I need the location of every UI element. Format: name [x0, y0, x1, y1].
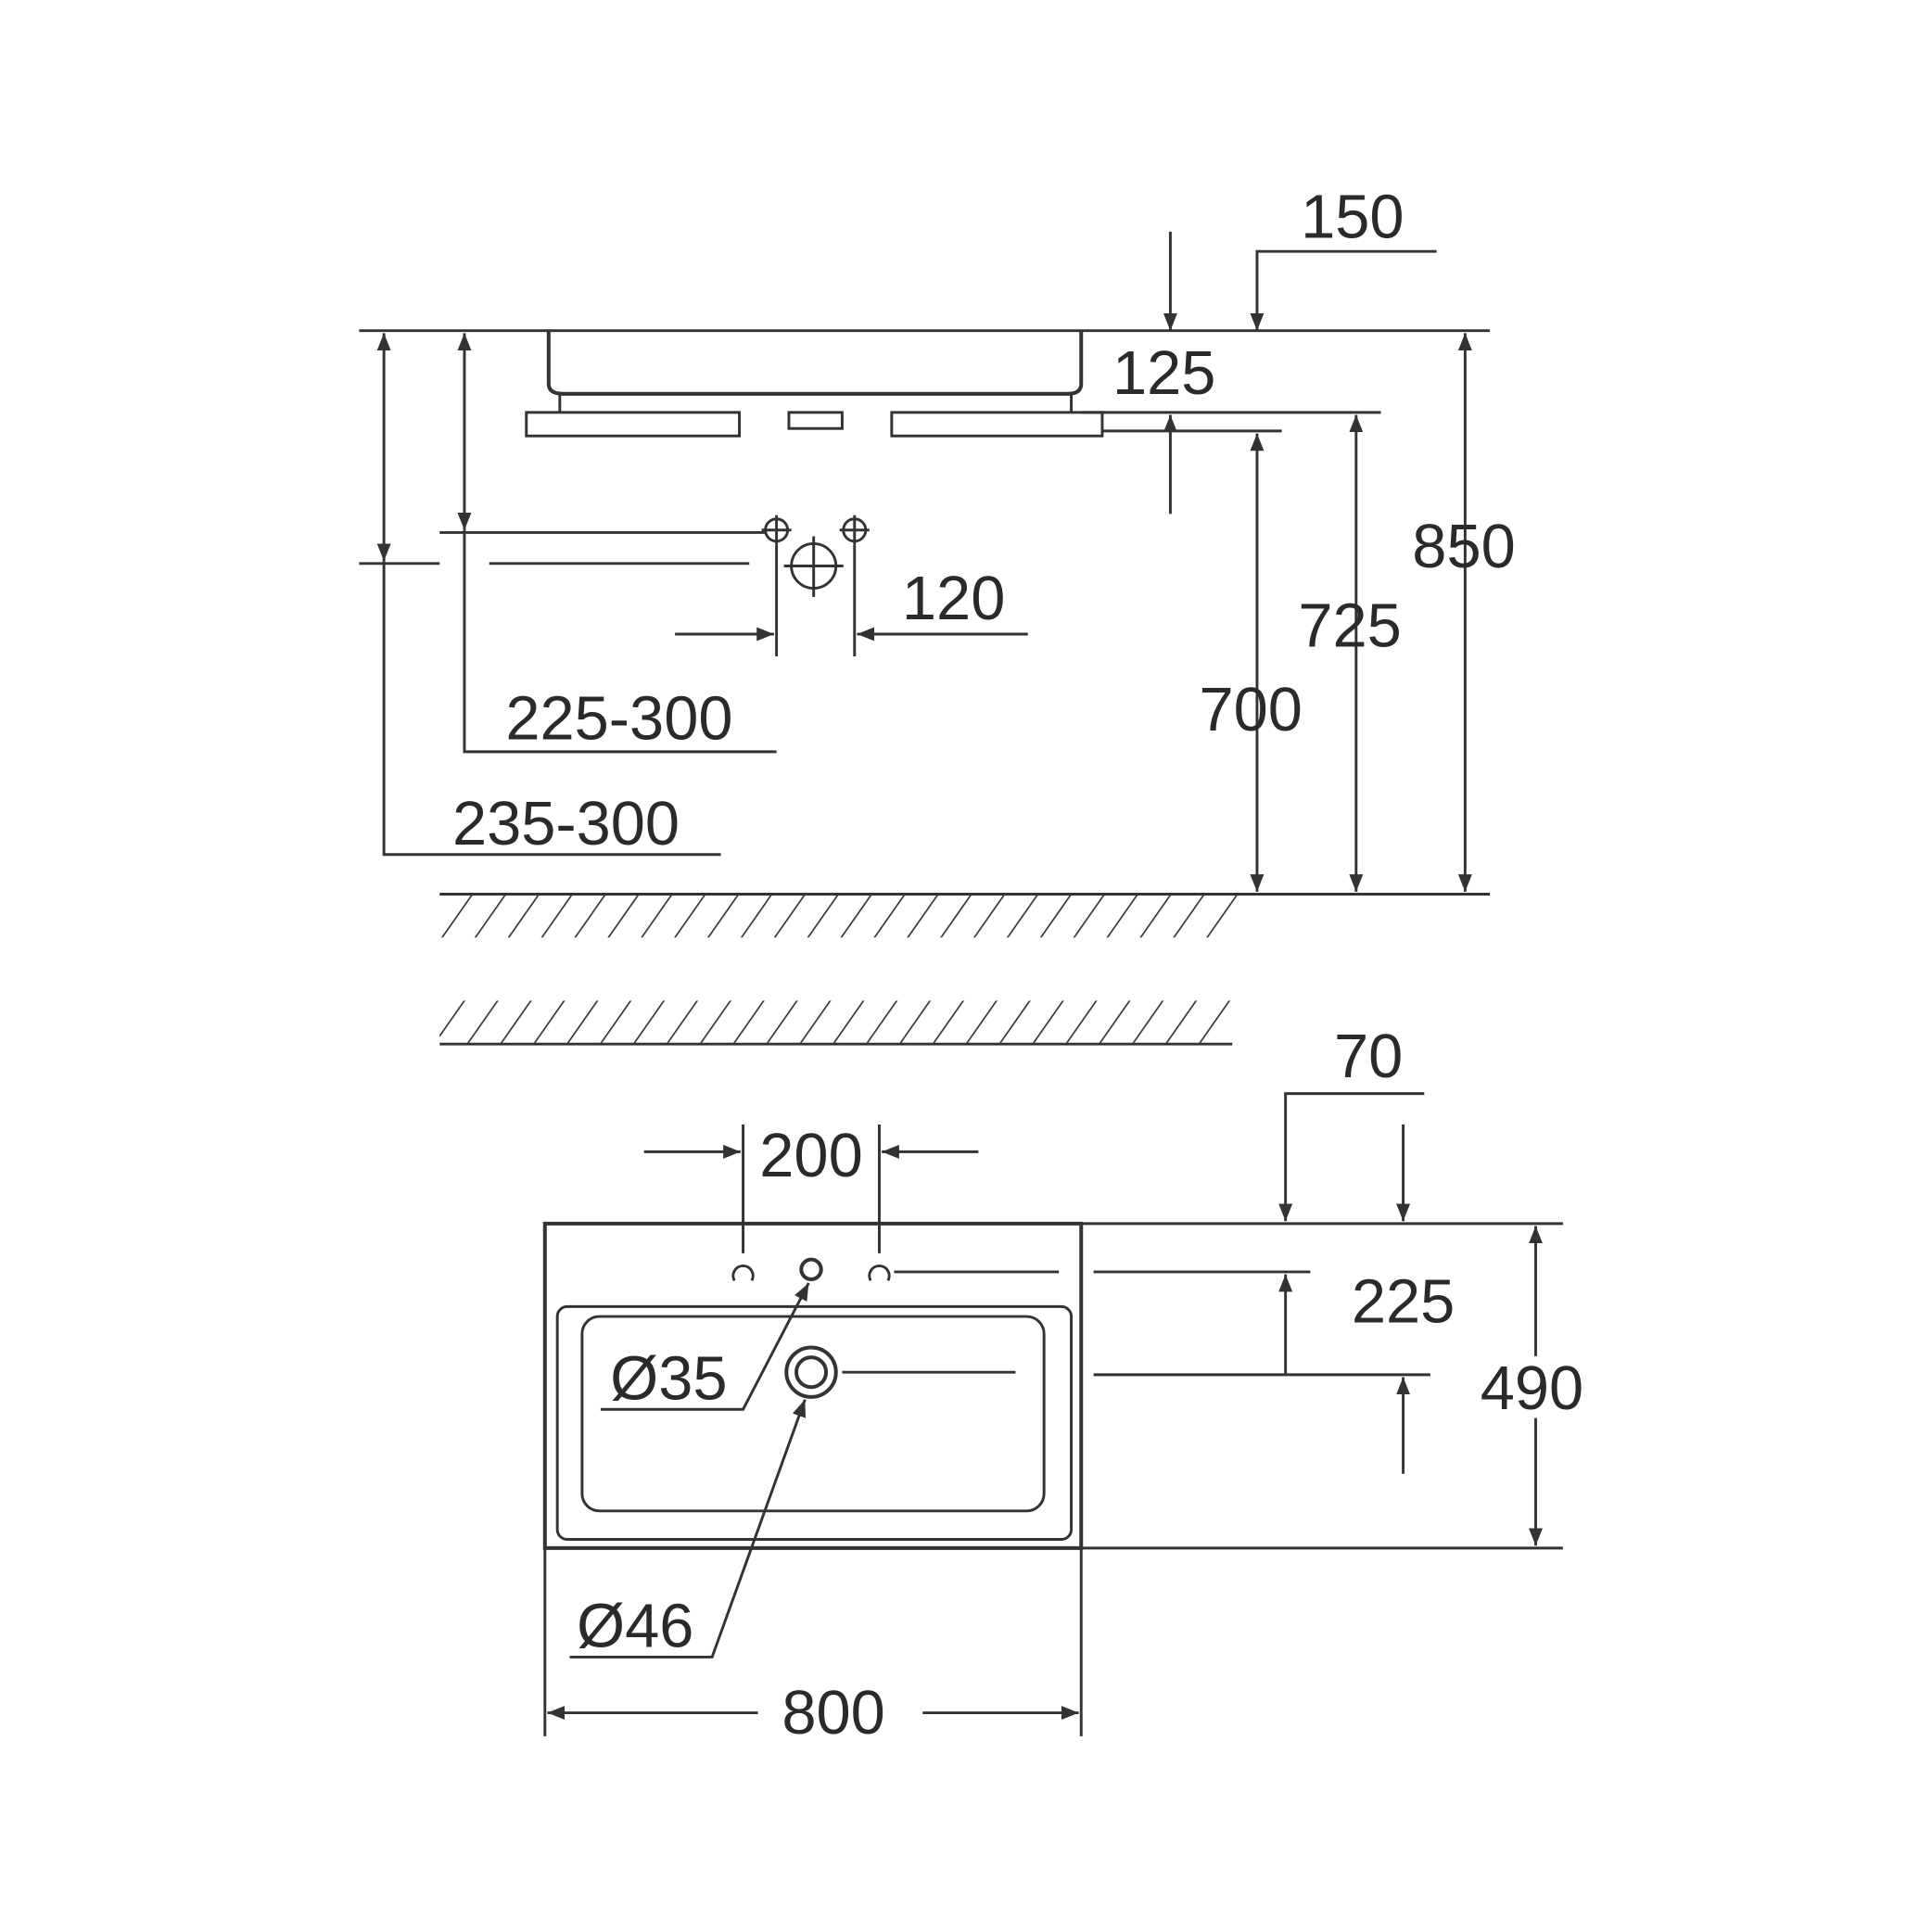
dim-150-label: 150: [1301, 183, 1404, 251]
hatched-ledge: [525, 411, 1104, 438]
floor-hatch: [439, 895, 1239, 938]
tap-hole-knockout-icon: [868, 1265, 891, 1282]
basin-side-profile: [546, 330, 1084, 396]
dim-d46-label: Ø46: [577, 1593, 693, 1661]
tap-hole-icon: [799, 1257, 823, 1281]
basin-rim: [555, 1304, 1074, 1541]
dim-700-label: 700: [1200, 676, 1303, 744]
dim-200-label: 200: [759, 1122, 862, 1190]
valve-connection-icon: [761, 515, 792, 545]
basin-bowl: [580, 1315, 1046, 1513]
dim-d35-label: Ø35: [610, 1345, 727, 1414]
tap-hole-knockout-icon: [731, 1265, 755, 1282]
dim-490-label: 490: [1481, 1354, 1583, 1423]
dim-725-label: 725: [1298, 591, 1401, 660]
dim-225-label: 225: [1352, 1268, 1455, 1337]
dim-70-label: 70: [1334, 1023, 1403, 1091]
basin-outline: [542, 1221, 1084, 1550]
wall-hatch: [439, 1000, 1233, 1043]
dim-235-300-label: 235-300: [452, 790, 680, 858]
valve-connection-icon: [839, 515, 870, 545]
dim-800-label: 800: [782, 1679, 884, 1748]
dim-120-label: 120: [902, 565, 1005, 633]
top-view: 200 70 225 490 Ø35 Ø46 800: [542, 1023, 1592, 1748]
dim-225-300-label: 225-300: [505, 685, 732, 754]
drain-icon: [784, 1345, 838, 1399]
drain-outlet-icon: [783, 536, 844, 597]
dim-125-label: 125: [1112, 339, 1215, 408]
side-view: 150 125 850 725 700 235-300 225-300: [359, 183, 1516, 1046]
dim-850-label: 850: [1412, 513, 1515, 581]
